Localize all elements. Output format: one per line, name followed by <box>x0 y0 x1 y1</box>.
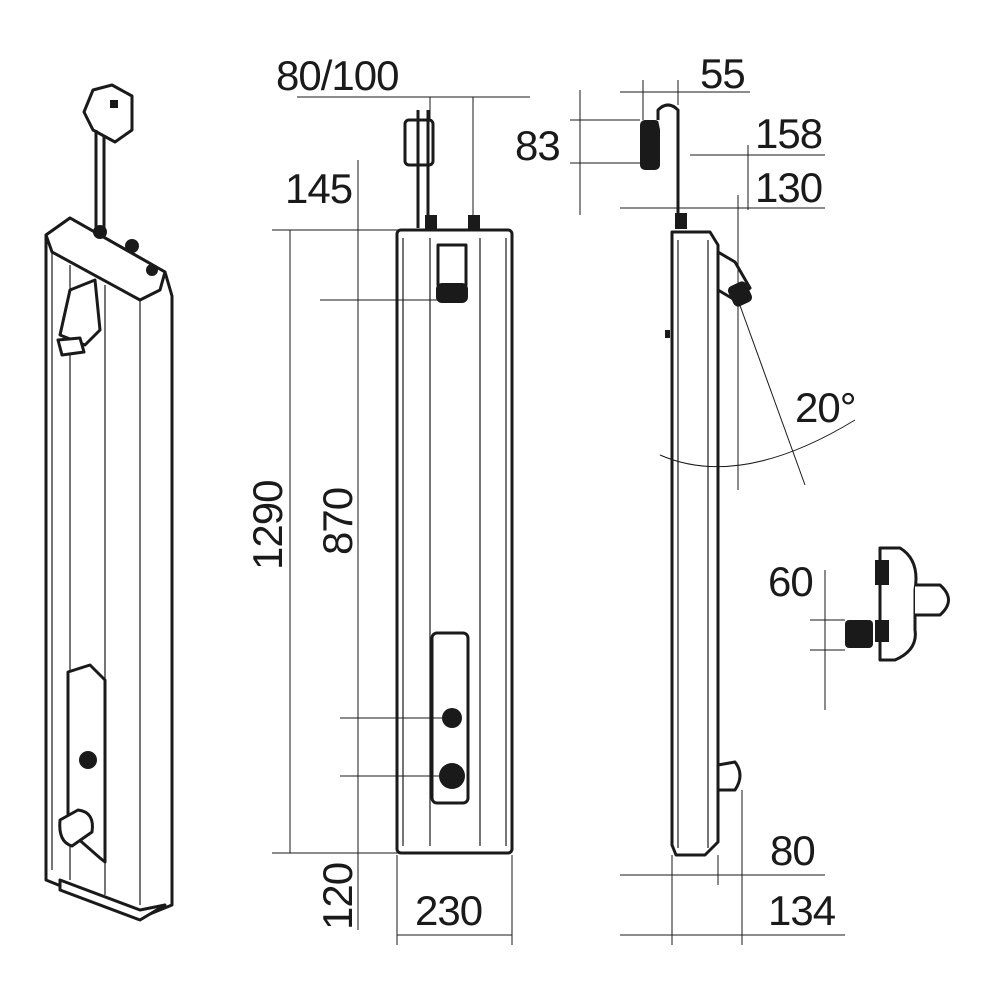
dim-60: 60 <box>768 558 813 605</box>
dim-230: 230 <box>415 887 482 934</box>
dim-1290: 1290 <box>244 481 291 570</box>
dim-83: 83 <box>515 122 560 169</box>
dim-134: 134 <box>768 887 836 934</box>
front-view <box>272 96 530 945</box>
dim-80-100: 80/100 <box>276 52 398 99</box>
dim-angle: 20° <box>795 384 856 431</box>
dim-130: 130 <box>755 164 822 211</box>
knob-detail <box>810 546 950 710</box>
dim-80: 80 <box>770 827 815 874</box>
dim-145: 145 <box>285 165 352 212</box>
dim-120: 120 <box>314 863 361 930</box>
isometric-view <box>44 83 174 922</box>
side-view <box>570 80 856 945</box>
dim-55: 55 <box>700 50 745 97</box>
dim-870: 870 <box>314 488 361 555</box>
dim-158: 158 <box>755 110 822 157</box>
